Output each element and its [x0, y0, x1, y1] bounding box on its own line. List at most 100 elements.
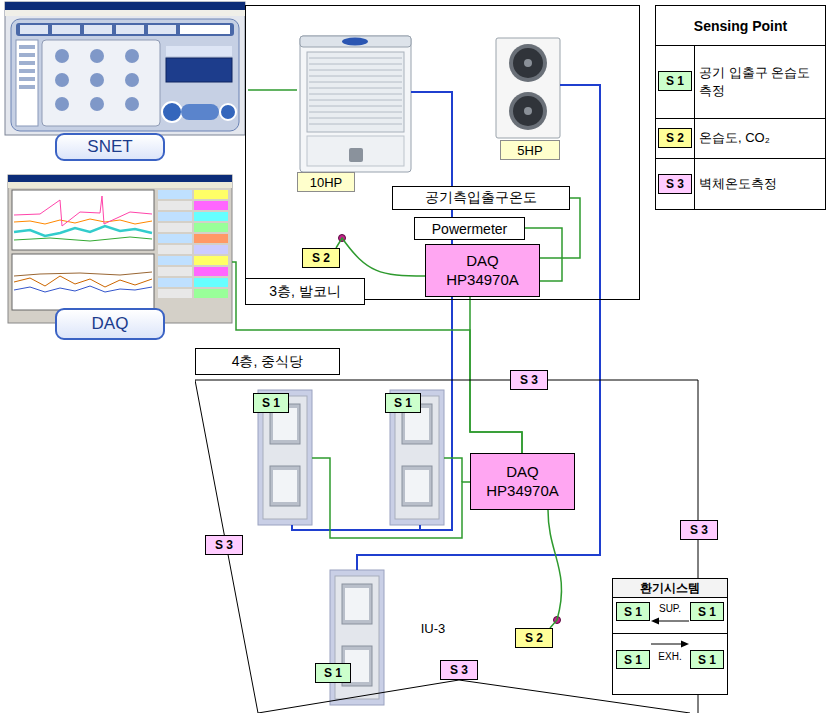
- snet-screenshot: [42, 40, 160, 126]
- box-label: DAQ HP34970A: [446, 252, 519, 290]
- outdoor-unit-5hp: [513, 48, 543, 78]
- tag-label: S 1: [324, 666, 342, 680]
- panel-label: SNET: [55, 133, 165, 161]
- outdoor-unit-10hp: [309, 118, 402, 119]
- snet-screenshot: [19, 85, 35, 89]
- daq-screenshot: [8, 182, 232, 188]
- outdoor-unit-10hp: [309, 94, 402, 95]
- daq-screenshot: [158, 256, 192, 265]
- indoor-unit: [345, 588, 369, 620]
- tag-label: S 1: [698, 605, 716, 619]
- snet-screenshot: [90, 49, 104, 63]
- snet-screenshot: [16, 40, 38, 126]
- sensor-box: 공기측입출구온도: [392, 186, 570, 210]
- daq-screenshot: [8, 175, 232, 182]
- sensor-tag: S 3: [510, 370, 548, 390]
- outdoor-unit-10hp: [309, 100, 402, 101]
- daq-screenshot: [14, 272, 152, 276]
- outdoor-unit-5hp: [524, 59, 532, 67]
- daq-screenshot: [14, 286, 152, 292]
- outdoor-unit-10hp: [309, 70, 402, 71]
- sensor-tag: S 1: [616, 602, 650, 621]
- indoor-unit: [342, 584, 372, 624]
- legend-description: 공기 입출구 온습도 측정: [699, 45, 823, 118]
- daq-screenshot: [194, 234, 228, 243]
- daq-screenshot: [12, 254, 154, 310]
- sensor-tag: S 1: [616, 650, 650, 669]
- outdoor-unit-10hp: [309, 76, 402, 77]
- snet-screenshot: [148, 25, 176, 34]
- meter-box: Powermeter: [414, 217, 525, 240]
- outdoor-unit-10hp: [300, 36, 411, 47]
- table-grid: [694, 45, 695, 209]
- daq-screenshot: [158, 245, 192, 254]
- sensor-tag: S 3: [680, 520, 718, 540]
- outdoor-unit-5hp: [524, 107, 532, 115]
- region-label: 3층, 발코니: [245, 278, 365, 305]
- daq-screenshot: [194, 289, 228, 298]
- sensor-tag: S 2: [658, 128, 692, 148]
- daq-screenshot: [194, 245, 228, 254]
- daq-screenshot: [158, 289, 192, 298]
- snet-screenshot: [19, 53, 35, 57]
- table-grid: [656, 118, 825, 119]
- snet-screenshot: [90, 73, 104, 87]
- floor-region: 4층, 중식당S 3S 1S 1DAQ HP34970AS 3환기시스템SUP.…: [195, 348, 728, 713]
- tag-label: S 3: [450, 663, 468, 677]
- unit-name: IU-3: [408, 618, 458, 638]
- indoor-unit: [270, 466, 300, 506]
- outdoor-unit-5hp: [509, 44, 547, 82]
- software-panel: SNET: [2, 2, 248, 164]
- snet-screenshot: [16, 23, 234, 36]
- outdoor-unit-10hp: [342, 38, 368, 46]
- sensor-tag: S 1: [315, 663, 351, 683]
- airflow-arrows: [613, 633, 727, 634]
- signal-wire: [336, 238, 425, 276]
- indoor-unit: [395, 396, 439, 519]
- region-label: 4층, 중식당: [195, 348, 340, 375]
- daq-screenshot: [194, 212, 228, 221]
- outdoor-unit-10hp: [307, 52, 404, 132]
- outdoor-unit-10hp: [300, 36, 411, 172]
- snet-screenshot: [90, 97, 104, 111]
- snet-screenshot: [125, 73, 139, 87]
- signal-wire: [312, 458, 470, 538]
- snet-screenshot: [84, 25, 112, 34]
- daq-screenshot: [158, 212, 192, 221]
- sensor-tag: S 1: [253, 393, 289, 413]
- sensor-tag: S 1: [690, 650, 724, 669]
- snet-screenshot: [180, 25, 230, 34]
- outdoor-unit-5hp: [509, 92, 547, 130]
- outdoor-unit-5hp: [513, 96, 543, 126]
- airflow-arrows: [657, 621, 689, 622]
- outdoor-unit-10hp: [309, 64, 402, 65]
- daq-screenshot: [194, 201, 228, 210]
- legend-description: 벽체온도측정: [699, 158, 823, 210]
- box-label: 공기측입출구온도: [425, 189, 537, 207]
- daq-screenshot: [158, 201, 192, 210]
- airflow-arrows: [651, 618, 659, 625]
- daq-screenshot: [8, 175, 232, 323]
- tag-label: S 3: [215, 538, 233, 552]
- panel-label: DAQ: [55, 308, 165, 340]
- indoor-unit: [263, 396, 307, 519]
- indoor-unit: [273, 470, 297, 502]
- outdoor-unit-10hp: [300, 36, 411, 172]
- outdoor-unit-5hp: [496, 38, 560, 138]
- snet-screenshot: [5, 2, 245, 135]
- snet-screenshot: [19, 61, 35, 65]
- outdoor-unit-10hp: [309, 88, 402, 89]
- refrigerant-pipe: [292, 85, 600, 570]
- outdoor-unit-5hp: [496, 38, 560, 138]
- refrigerant-pipe: [357, 85, 600, 570]
- outdoor-unit: 10HP: [297, 35, 417, 192]
- indoor-unit: [330, 570, 384, 705]
- sensor-tag: S 1: [385, 393, 421, 413]
- sensor-tag: S 3: [205, 535, 243, 555]
- outdoor-unit-10hp: [349, 148, 363, 162]
- sensor-tag: S 1: [690, 602, 724, 621]
- airflow-label: EXH.: [651, 650, 689, 663]
- tag-label: S 1: [698, 653, 716, 667]
- daq-screenshot: [194, 278, 228, 287]
